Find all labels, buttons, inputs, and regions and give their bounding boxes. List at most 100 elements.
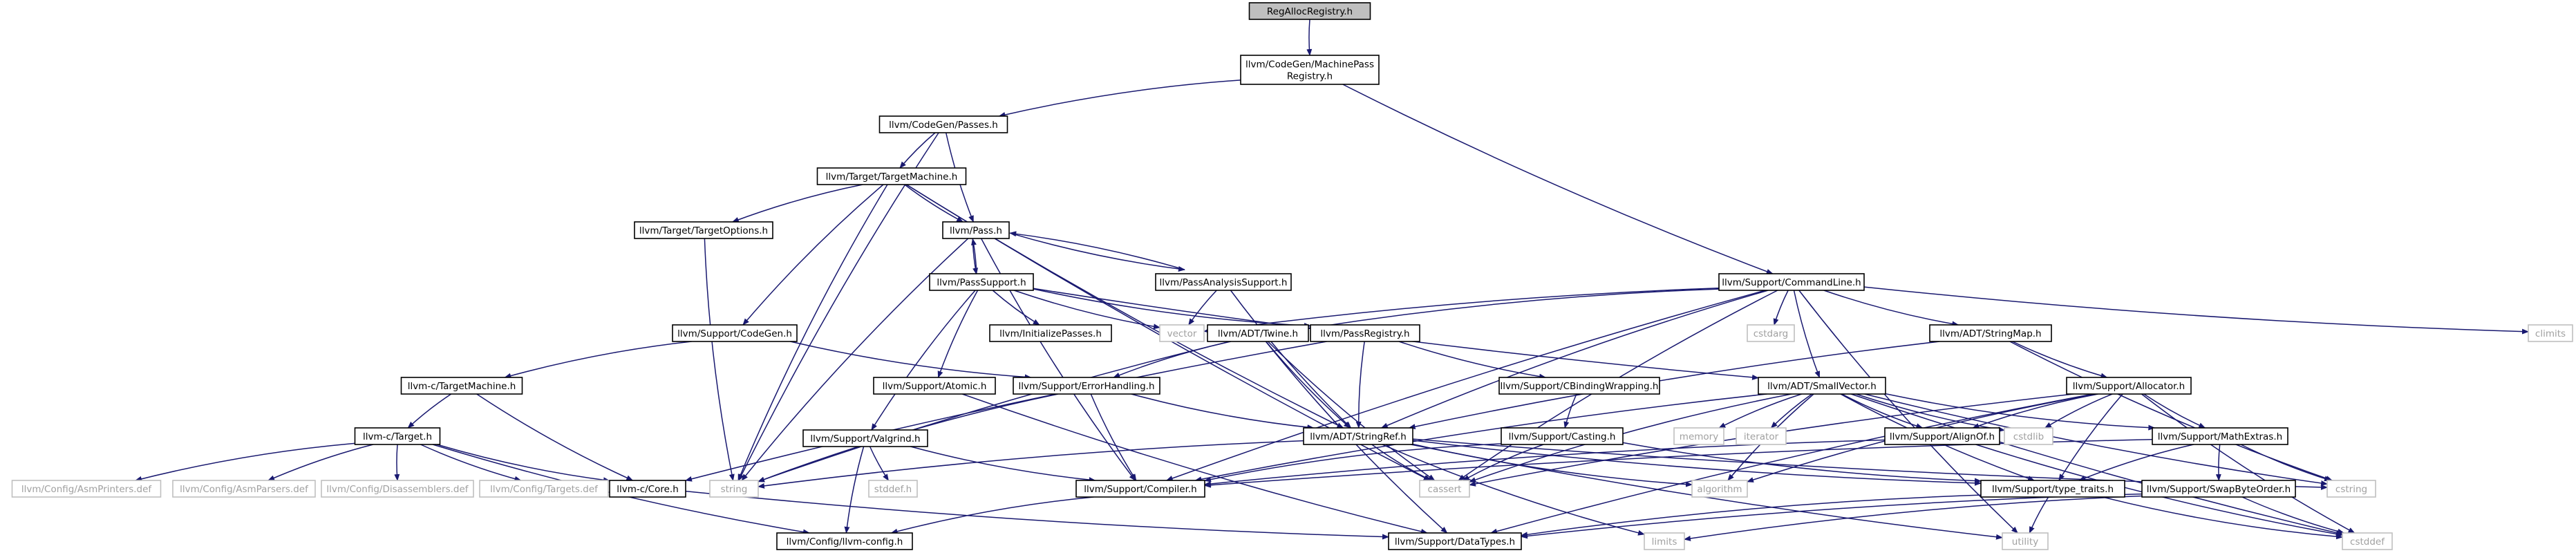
dependency-edge-passsupport-to-valgrind [871,290,976,431]
node-box [776,532,913,550]
dependency-edge-cmdline-to-smallvector [1793,290,1821,378]
dependency-edge-allocator-to-datatypes [1490,393,2094,534]
dependency-edge-stringmap-to-allocator [2012,341,2108,379]
node-box [1013,377,1160,395]
node-passes[interactable]: llvm/CodeGen/Passes.h [878,115,1008,133]
node-box [2066,377,2192,395]
node-label: cstddef [2350,536,2385,547]
dependency-edge-ctarget-to-asmparsers [267,444,374,481]
node-passsupport[interactable]: llvm/PassSupport.h [929,273,1034,291]
node-allocator[interactable]: llvm/Support/Allocator.h [2066,377,2192,395]
node-label: llvm/ADT/StringMap.h [1939,328,2041,339]
node-valgrind[interactable]: llvm/Support/Valgrind.h [802,429,928,447]
dependency-edge-cmdline-to-utility [1798,290,2018,534]
node-swapbyte[interactable]: llvm/Support/SwapByteOrder.h [2141,480,2296,498]
dependency-edge-stringmap-to-cstring [2009,341,2333,481]
node-box [1303,427,1413,445]
node-llvmconfig[interactable]: llvm/Config/llvm-config.h [776,532,913,550]
node-cstdarg: cstdarg [1747,324,1795,342]
node-label: llvm/Support/Valgrind.h [810,433,920,444]
node-typetraits[interactable]: llvm/Support/type_traits.h [1980,480,2125,498]
node-smallvector[interactable]: llvm/ADT/SmallVector.h [1758,377,1886,395]
node-box [2342,532,2393,550]
dependency-edge-pass-to-compiler [980,238,1136,481]
dependency-edge-mpr-to-cmdline [1342,84,1774,274]
node-label: cstdarg [1754,328,1788,339]
dependency-edge-smallvector-to-cstring [1864,393,2328,486]
node-cstddef: cstddef [2342,532,2393,550]
dependency-edge-cmdline-to-twine [1308,288,1720,330]
node-datatypes[interactable]: llvm/Support/DataTypes.h [1388,532,1522,550]
node-vector: vector [1159,324,1205,342]
node-label: stddef.h [874,484,912,495]
node-cbinding[interactable]: llvm/Support/CBindingWrapping.h [1498,377,1660,395]
node-label: llvm/Support/Casting.h [1509,431,1616,442]
dependency-edge-passsupport-to-vector [1013,290,1160,330]
dependency-edge-passsupport-to-pass [971,238,977,274]
dependency-edge-pass-to-pas [1010,232,1185,272]
dependency-edge-stringref-to-limits [1382,444,1645,536]
node-box [989,324,1112,342]
node-errorh[interactable]: llvm/Support/ErrorHandling.h [1013,377,1160,395]
node-box [1207,324,1309,342]
node-topts[interactable]: llvm/Target/TargetOptions.h [634,221,773,239]
node-atomic[interactable]: llvm/Support/Atomic.h [873,377,996,395]
dependency-edge-swapbyte-to-limits [1684,495,2143,541]
dependency-edge-stringmap-to-stringref [1408,341,1940,430]
node-box [816,167,967,185]
node-stringmap[interactable]: llvm/ADT/StringMap.h [1929,324,2052,342]
node-codegen[interactable]: llvm/Support/CodeGen.h [672,324,798,342]
node-label: llvm/ADT/Twine.h [1218,328,1298,339]
node-twine[interactable]: llvm/ADT/Twine.h [1207,324,1309,342]
node-stringref[interactable]: llvm/ADT/StringRef.h [1303,427,1413,445]
node-casting[interactable]: llvm/Support/Casting.h [1501,427,1624,445]
node-box [634,221,773,239]
dependency-edge-smallvector-to-alignof [1841,393,1924,429]
node-ctm[interactable]: llvm-c/TargetMachine.h [400,377,523,395]
node-label: llvm/Support/DataTypes.h [1395,536,1515,547]
node-initpasses[interactable]: llvm/InitializePasses.h [989,324,1112,342]
node-box [354,427,441,445]
node-passregistry[interactable]: llvm/PassRegistry.h [1310,324,1420,342]
node-box [2528,324,2573,342]
node-root[interactable]: RegAllocRegistry.h [1248,2,1371,20]
node-compiler[interactable]: llvm/Support/Compiler.h [1075,480,1205,498]
dependency-edge-twine-to-cassert [1267,341,1436,481]
node-ctarget[interactable]: llvm-c/Target.h [354,427,441,445]
dependency-edge-allocator-to-cstdlib [2044,393,2113,429]
node-box [1644,532,1685,550]
node-label: llvm/ADT/StringRef.h [1310,431,1407,442]
node-label: llvm/Support/MathExtras.h [2158,431,2282,442]
node-tm[interactable]: llvm/Target/TargetMachine.h [816,167,967,185]
dependency-edge-errorh-to-stringref [1131,393,1315,431]
node-label: climits [2535,328,2566,339]
dependency-edge-ctarget-to-asmprinters [135,442,355,482]
dependency-edge-casting-to-typetraits [1622,442,1982,484]
node-pass[interactable]: llvm/Pass.h [942,221,1010,239]
node-label: llvm/InitializePasses.h [999,328,1102,339]
node-label: RegAllocRegistry.h [1267,6,1353,17]
node-cmdline[interactable]: llvm/Support/CommandLine.h [1718,273,1865,291]
dependency-edge-passregistry-to-stringref [1355,341,1365,429]
node-label: llvm/Pass.h [950,225,1002,236]
node-ccore[interactable]: llvm-c/Core.h [609,480,686,498]
node-alignof[interactable]: llvm/Support/AlignOf.h [1884,427,2000,445]
dependency-edge-ctm-to-ctarget [407,393,452,429]
dependency-edge-allocator-to-cstddef [2141,393,2356,534]
node-box [11,480,162,498]
dependency-edge-root-to-mpr [1306,19,1313,56]
dependency-edge-cmdline-to-cstdarg [1773,290,1789,326]
node-pas[interactable]: llvm/PassAnalysisSupport.h [1155,273,1292,291]
node-box [1758,377,1886,395]
dependency-edge-smallvector-to-cstdlib [1855,393,2005,432]
node-box [709,480,759,498]
edge-layer [135,19,2529,541]
dependency-edge-mathextras-to-typetraits [2078,444,2194,481]
dependency-edge-ctarget-to-targetsdef [420,444,522,482]
dependency-edge-typetraits-to-datatypes [1521,494,1982,538]
node-label: llvm/Support/SwapByteOrder.h [2147,484,2291,495]
dependency-edge-valgrind-to-stddef [869,446,890,481]
node-mathextras[interactable]: llvm/Support/MathExtras.h [2152,427,2288,445]
